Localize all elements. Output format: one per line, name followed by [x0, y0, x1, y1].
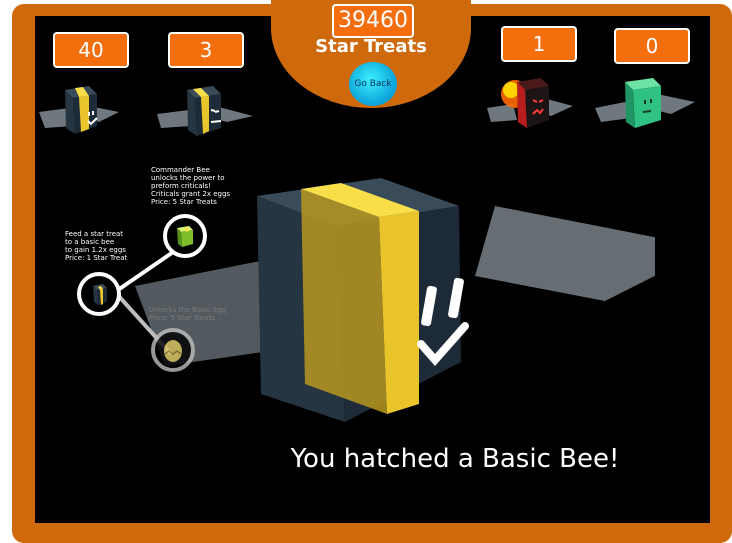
feed-star-treat-upgrade-icon: [93, 284, 107, 305]
hatch-message: You hatched a Basic Bee!: [290, 444, 620, 474]
commander-bee-upgrade-node[interactable]: [163, 214, 207, 258]
hatched-basic-bee-icon: [135, 178, 655, 422]
star-treats-label: Star Treats: [315, 36, 427, 57]
basic-egg-tooltip: Unlocks the Basic Egg Price: 5 Star Trea…: [149, 306, 227, 322]
commander-bee-count: 3: [168, 32, 244, 68]
fire-bee-icon: [487, 78, 573, 128]
commander-bee-upgrade-icon: [177, 226, 193, 247]
basic-bee-icon: [39, 86, 119, 134]
commander-bee-tooltip: Commander Bee unlocks the power to prefo…: [151, 166, 231, 206]
basic-egg-upgrade-node[interactable]: [151, 328, 195, 372]
fire-bee-count: 1: [501, 26, 577, 62]
feed-star-treat-tooltip: Feed a star treat to a basic bee to gain…: [65, 230, 128, 262]
basic-bee-count: 40: [53, 32, 129, 68]
green-bee-icon: [595, 78, 695, 128]
basic-egg-icon: [164, 340, 182, 362]
go-back-button[interactable]: Go Back: [349, 62, 397, 106]
feed-star-treat-upgrade-node[interactable]: [77, 272, 121, 316]
game-screen: Commander Bee unlocks the power to prefo…: [35, 16, 710, 523]
star-treats-count: 39460: [332, 4, 414, 38]
commander-bee-icon: [157, 86, 253, 136]
green-bee-count: 0: [614, 28, 690, 64]
